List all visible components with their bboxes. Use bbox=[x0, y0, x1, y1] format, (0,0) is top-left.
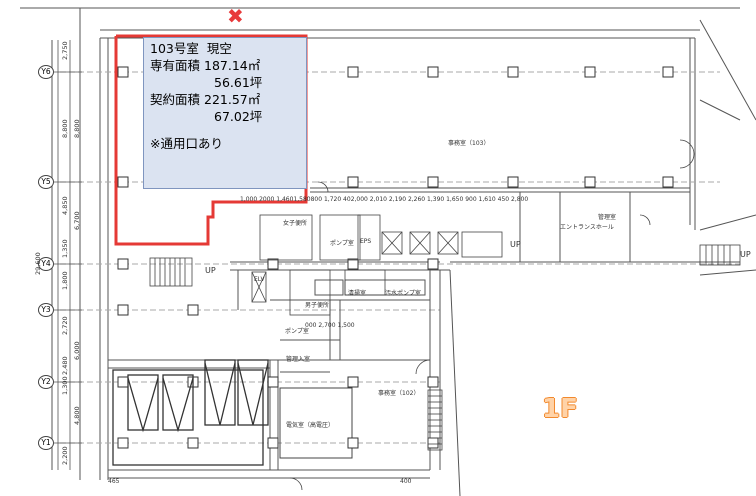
dim-label-mid: 000 2,700 1,500 bbox=[305, 322, 355, 329]
room-label-up-left: UP bbox=[205, 266, 216, 275]
dim-label: 6,000 bbox=[73, 341, 81, 360]
contract-area-m2: 221.57㎡ bbox=[204, 92, 261, 107]
dim-label: 2,200 bbox=[61, 446, 69, 465]
room-label-manager-room: 管理室 bbox=[598, 214, 617, 221]
dim-label: 8,800 bbox=[73, 119, 81, 138]
axis-y1: Y1 bbox=[38, 436, 54, 450]
cross-marker-icon: ✖ bbox=[227, 4, 244, 28]
dim-label-bottom-right: 400 bbox=[400, 478, 412, 485]
dim-label: 4,800 bbox=[73, 406, 81, 425]
room-label-sewage-pump-room: 汚水ポンプ室 bbox=[385, 290, 421, 297]
unit-title-row: 103号室 現空 bbox=[150, 40, 300, 57]
dim-label: 1,800 bbox=[61, 271, 69, 290]
total-dim-label: 29,600 bbox=[34, 252, 42, 275]
room-label-office-102: 事務室（102） bbox=[378, 390, 420, 397]
dim-label: 4,850 bbox=[61, 196, 69, 215]
dim-label: 2,480 bbox=[61, 356, 69, 375]
exclusive-area-tsubo: 56.61坪 bbox=[214, 75, 263, 90]
dim-label: 1,350 bbox=[61, 239, 69, 258]
unit-info-box: 103号室 現空 専有面積 187.14㎡ 56.61坪 契約面積 221.57… bbox=[143, 37, 307, 189]
room-label-elv: ELV bbox=[254, 276, 265, 283]
exclusive-area-row: 専有面積 187.14㎡ bbox=[150, 57, 300, 74]
exclusive-area-m2: 187.14㎡ bbox=[204, 58, 261, 73]
floor-label: 1F bbox=[542, 394, 578, 424]
axis-y6: Y6 bbox=[38, 65, 54, 79]
axis-y3: Y3 bbox=[38, 303, 54, 317]
dim-label: 2,750 bbox=[61, 41, 69, 60]
room-label-up-far-right: UP bbox=[740, 250, 751, 259]
room-label-storage: 管理入室 bbox=[286, 356, 311, 363]
contract-area-tsubo: 67.02坪 bbox=[214, 109, 263, 124]
dim-label: 6,700 bbox=[73, 211, 81, 230]
room-label-office-103: 事務室（103） bbox=[448, 140, 490, 147]
contract-area-row: 契約面積 221.57㎡ bbox=[150, 91, 300, 108]
exclusive-area-label: 専有面積 bbox=[150, 58, 201, 73]
dim-label-bottom-left: 465 bbox=[108, 478, 120, 485]
room-label-pump-room-2: ポンプ室 bbox=[285, 328, 309, 335]
room-label-mens-wc: 男子便所 bbox=[305, 302, 330, 309]
dim-label: 2,720 bbox=[61, 316, 69, 335]
spacer bbox=[150, 125, 300, 135]
unit-status: 現空 bbox=[206, 41, 232, 56]
dim-label: 1,300 bbox=[61, 376, 69, 395]
unit-room-number: 103号室 bbox=[150, 41, 199, 56]
room-label-cleaning: 清掃室 bbox=[348, 290, 367, 297]
dim-label: 8,800 bbox=[61, 119, 69, 138]
room-label-up-right: UP bbox=[510, 240, 521, 249]
contract-area-label: 契約面積 bbox=[150, 92, 201, 107]
axis-y4: Y4 bbox=[38, 257, 54, 271]
unit-note: ※通用口あり bbox=[150, 136, 223, 151]
room-label-electric-room: 電気室（高電圧） bbox=[286, 422, 335, 429]
dim-label-top-row: 1,000 2000 1,4601,580800 1,720 402,000 2… bbox=[240, 196, 529, 203]
room-label-pump-room: ポンプ室 bbox=[330, 240, 354, 247]
room-label-entrance-hall: エントランスホール bbox=[560, 224, 614, 231]
room-label-eps: EPS bbox=[360, 238, 372, 245]
room-label-womens-wc: 女子便所 bbox=[283, 220, 308, 227]
axis-y2: Y2 bbox=[38, 375, 54, 389]
axis-y5: Y5 bbox=[38, 175, 54, 189]
